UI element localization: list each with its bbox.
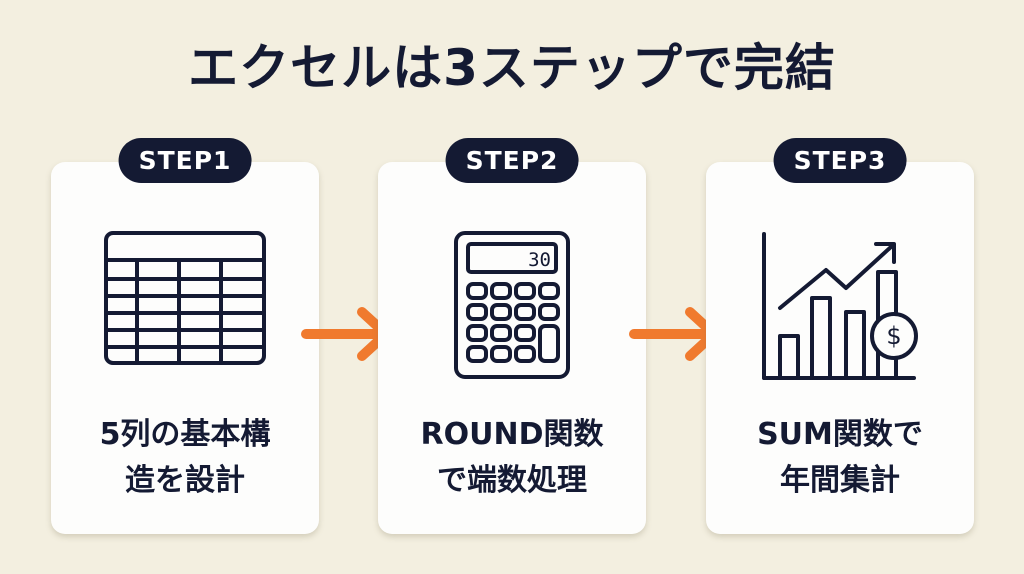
step-label-line2: 年間集計 <box>780 463 900 498</box>
step-badge: STEP2 <box>445 138 579 183</box>
step-label: 5列の基本構 造を設計 <box>51 412 319 504</box>
step-label-line1: SUM関数で <box>757 417 923 452</box>
step-badge: STEP3 <box>773 138 907 183</box>
step-label-line1: ROUND関数 <box>420 417 604 452</box>
step-card-1: STEP1 5列の基本構 造を設計 <box>51 138 319 534</box>
calculator-icon: 30 <box>453 230 571 384</box>
step-label: SUM関数で 年間集計 <box>706 412 974 504</box>
page-title: エクセルは3ステップで完結 <box>188 39 836 97</box>
step-label-line1: 5列の基本構 <box>99 417 271 452</box>
svg-text:$: $ <box>886 322 901 350</box>
step-label-line2: 造を設計 <box>125 463 245 498</box>
step-label: ROUND関数 で端数処理 <box>378 412 646 504</box>
spreadsheet-table-icon <box>103 230 267 370</box>
step-badge: STEP1 <box>118 138 252 183</box>
growth-chart-dollar-icon: $ <box>760 232 920 386</box>
step-label-line2: で端数処理 <box>437 463 587 498</box>
step-card-3: STEP3 $ SUM関数で 年間集計 <box>706 138 974 534</box>
step-card-2: STEP2 30 <box>378 138 646 534</box>
calculator-display: 30 <box>528 249 551 271</box>
